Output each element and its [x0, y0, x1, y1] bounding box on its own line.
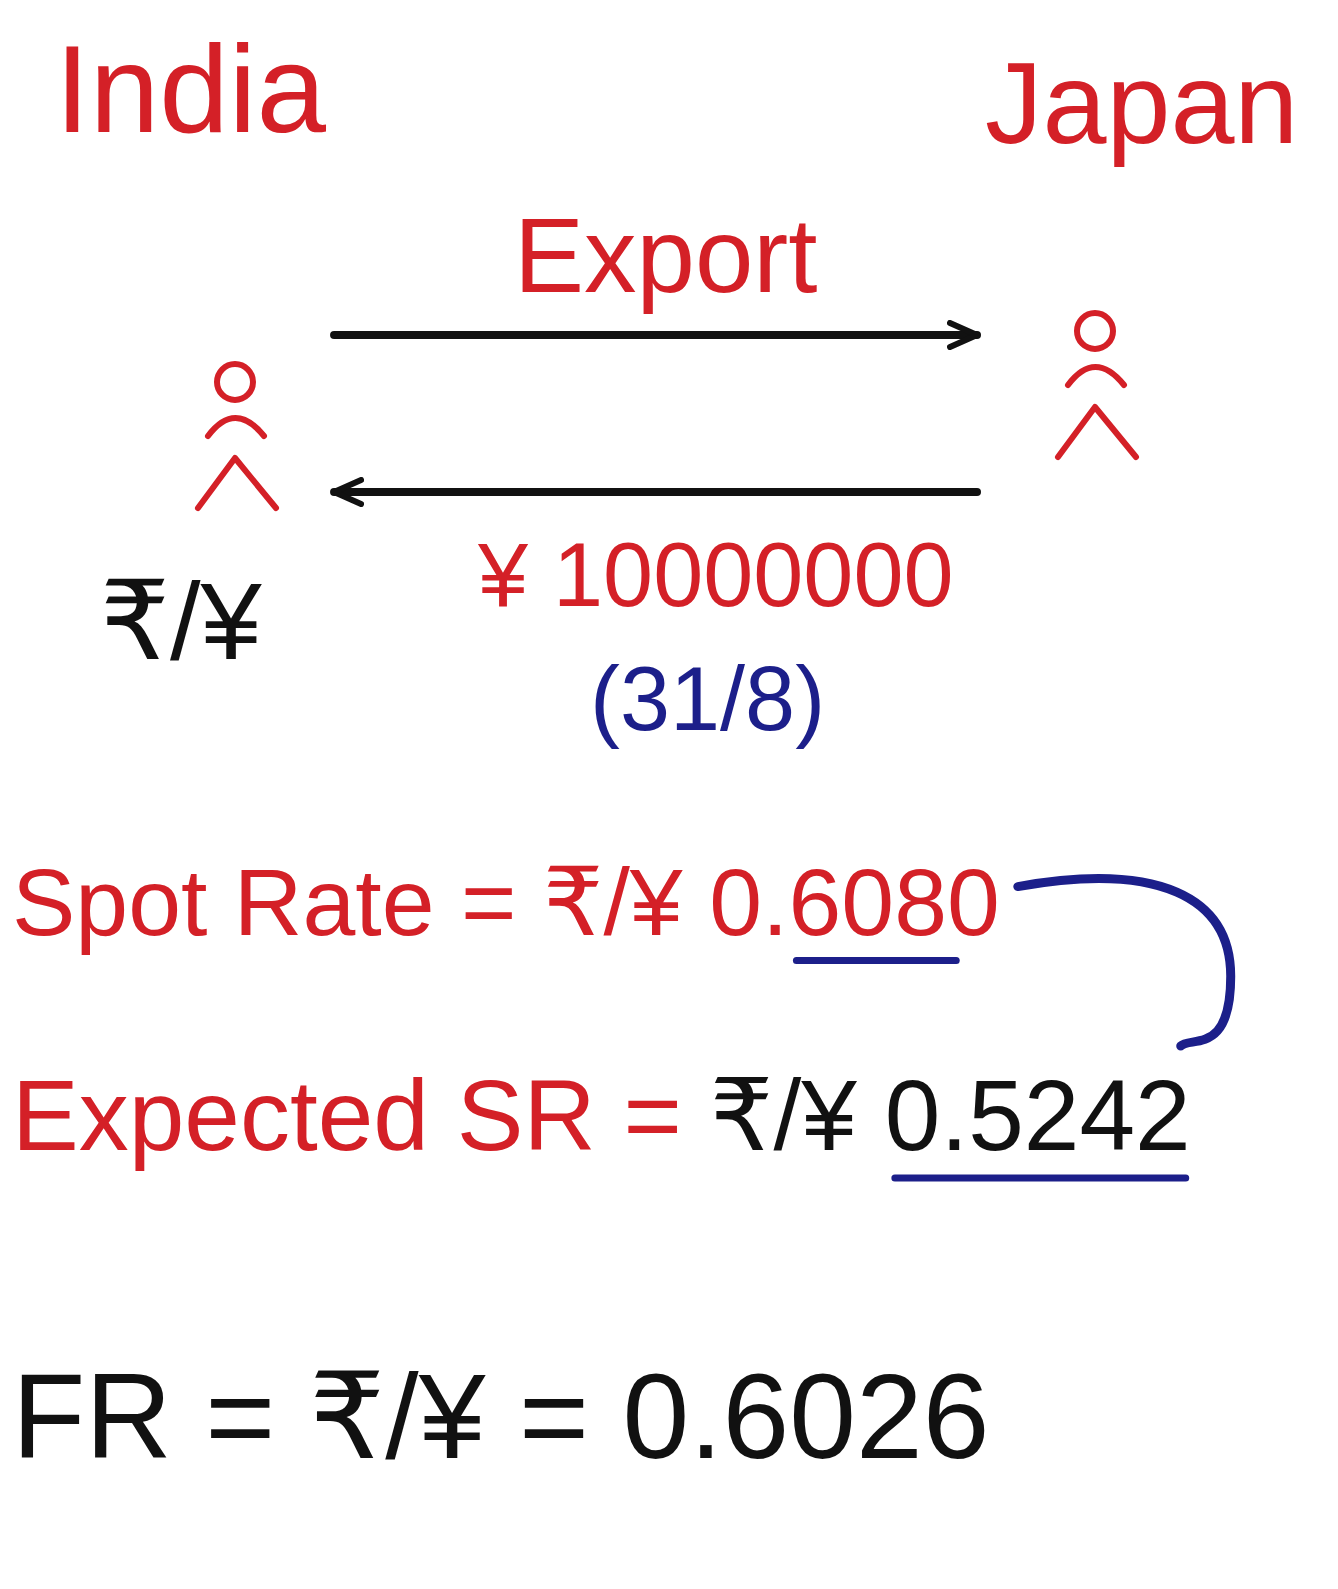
flow-arrow	[334, 331, 977, 339]
person-icon	[1040, 307, 1150, 472]
underline	[895, 1175, 1186, 1182]
edge-label: ¥ 10000000	[478, 526, 954, 625]
date-note: (31/8)	[590, 650, 825, 749]
edge-label: Export	[514, 198, 817, 314]
person-body	[198, 458, 276, 508]
person-head	[1077, 313, 1113, 349]
rate-row: FR = ₹/¥ = 0.6026	[12, 1350, 989, 1482]
rate-text: 0.6080	[709, 850, 1000, 955]
person-head	[217, 364, 253, 400]
underline	[796, 957, 956, 964]
person-shoulders	[208, 418, 264, 436]
rate-text: Spot Rate =	[12, 850, 516, 955]
country-name: Japan	[985, 40, 1298, 167]
rate-row: Expected SR = ₹/¥ 0.5242	[12, 1060, 1191, 1170]
rate-text: Expected SR =	[12, 1060, 682, 1170]
flow-arrow	[334, 488, 977, 496]
person-shoulders	[1068, 367, 1124, 385]
country-name: India	[55, 20, 326, 158]
rate-row: Spot Rate = ₹/¥0.6080	[12, 850, 1000, 955]
country-node: Japan	[985, 40, 1298, 472]
rate-text: ₹/¥	[309, 1350, 485, 1482]
person-icon	[180, 358, 290, 523]
rate-text: 0.5242	[885, 1060, 1191, 1170]
rate-text: ₹/¥	[543, 850, 683, 955]
bracket	[1018, 879, 1231, 1046]
rate-text: FR =	[12, 1350, 275, 1482]
person-body	[1058, 407, 1136, 457]
currency-pair: ₹/¥	[100, 560, 262, 681]
rate-text: ₹/¥	[710, 1060, 857, 1170]
rate-text: = 0.6026	[519, 1350, 989, 1482]
country-node: India	[55, 20, 326, 523]
